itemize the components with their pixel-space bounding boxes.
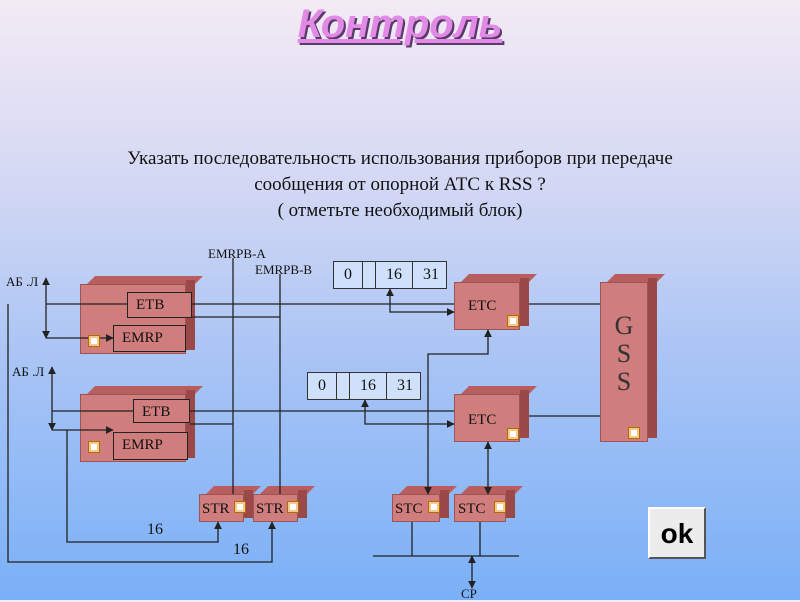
ok-button[interactable]: ok — [648, 507, 706, 559]
count-label-2: 16 — [233, 541, 249, 558]
timeslot-frame-bottom: 0 16 31 — [307, 372, 421, 400]
timeslot-frame-top: 0 16 31 — [333, 261, 447, 289]
gss-block[interactable]: G S S — [600, 278, 657, 442]
question-line: ( отметьте необходимый блок) — [277, 200, 523, 221]
checkbox-etc-1[interactable] — [507, 315, 519, 327]
question-line: Указать последовательность использования… — [127, 148, 673, 169]
emrpb-a-label: EMRPB-A — [208, 246, 266, 261]
gss-letter: S — [616, 367, 632, 396]
timeslot-0: 0 — [308, 373, 337, 399]
stc-block-2[interactable]: STC — [454, 490, 515, 522]
str-label: STR — [202, 501, 230, 517]
etb-block-2[interactable]: ETB — [133, 399, 190, 423]
stc-label: STC — [458, 501, 486, 517]
stc-label: STC — [395, 501, 423, 517]
question-line: сообщения от опорной АТС к RSS ? — [254, 174, 546, 195]
etc-label: ETC — [468, 412, 497, 428]
str-label: STR — [256, 501, 284, 517]
timeslot-arrow-bottom — [361, 399, 455, 428]
checkbox-str-2[interactable] — [287, 501, 299, 513]
checkbox-module-1[interactable] — [88, 335, 100, 347]
subscriber-line-label-1: АБ .Л — [6, 274, 39, 289]
timeslot-16: 16 — [350, 373, 387, 399]
page-title: Контроль — [297, 2, 503, 46]
gss-letter: S — [616, 339, 632, 368]
gss-letter: G — [614, 311, 634, 340]
timeslot-gap — [337, 373, 350, 399]
emrp-block-2[interactable]: EMRP — [113, 432, 188, 460]
timeslot-gap — [363, 262, 376, 288]
checkbox-gss[interactable] — [628, 427, 640, 439]
cp-label: CP — [461, 586, 477, 601]
timeslot-31: 31 — [423, 266, 439, 283]
subscriber-line-label-2: АБ .Л — [12, 364, 45, 379]
checkbox-stc-1[interactable] — [428, 501, 440, 513]
timeslot-31: 31 — [397, 377, 413, 394]
checkbox-str-1[interactable] — [234, 501, 246, 513]
count-label-1: 16 — [147, 521, 163, 538]
etc-label: ETC — [468, 298, 497, 314]
question-text: Указать последовательность использования… — [0, 146, 800, 224]
timeslot-arrow-top — [386, 288, 455, 316]
checkbox-module-2[interactable] — [88, 441, 100, 453]
emrp-block-1[interactable]: EMRP — [113, 325, 186, 352]
etb-block-1[interactable]: ETB — [127, 292, 192, 318]
timeslot-0: 0 — [334, 262, 363, 288]
emrpb-b-label: EMRPB-B — [255, 262, 313, 277]
checkbox-stc-2[interactable] — [494, 501, 506, 513]
timeslot-16: 16 — [376, 262, 413, 288]
checkbox-etc-2[interactable] — [507, 428, 519, 440]
